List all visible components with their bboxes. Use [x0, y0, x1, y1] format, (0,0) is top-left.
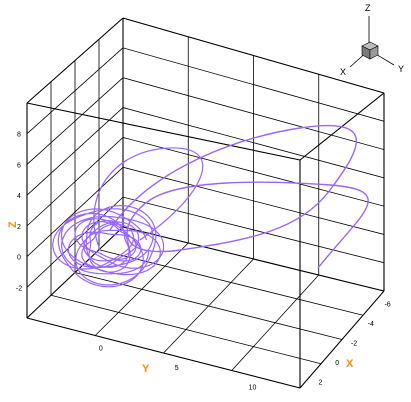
axis-label-z: Z [7, 221, 19, 228]
gridline-backwall-z [26, 77, 124, 165]
series-knot [52, 205, 165, 288]
y-tick-label: 10 [249, 384, 257, 391]
z-tick-label: 4 [17, 193, 21, 200]
gridline-backwall-z [26, 107, 124, 196]
gridline-backwall-z [26, 196, 124, 288]
orientation-x-label: X [340, 67, 346, 77]
gridline-floor-y [163, 258, 254, 354]
z-tick-label: 8 [17, 132, 21, 139]
y-tick-label: 5 [175, 365, 179, 372]
x-tick-label: 2 [318, 379, 322, 386]
gridline-floor-y [94, 242, 189, 336]
tick-labels: -2 0 2 4 6 8 0 5 10 -6 -4 -2 0 2 [16, 132, 391, 392]
axis-label-y: Y [142, 363, 150, 375]
x-tick-label: -6 [384, 302, 390, 309]
orientation-cube-icon [361, 41, 379, 60]
orientation-y-label: Y [398, 64, 404, 74]
series-mid-loop [93, 147, 204, 251]
series-outer-loops [109, 124, 369, 269]
x-tick-label: -2 [351, 341, 357, 348]
axis-label-x: X [346, 358, 354, 370]
box-edge [26, 102, 301, 161]
x-tick-label: 0 [335, 360, 339, 367]
x-tick-label: -4 [368, 321, 374, 328]
orientation-z-label: Z [365, 3, 371, 13]
y-tick-label: 0 [99, 345, 103, 352]
orientation-axes: Z X Y [340, 3, 404, 77]
z-tick-label: 6 [17, 162, 21, 169]
gridline-backwall-z [26, 47, 124, 135]
gridline-backwall-z [26, 166, 124, 257]
gridline-floor-y [231, 274, 320, 371]
gridline-backwall-z [26, 137, 124, 227]
z-tick-label: 2 [17, 224, 21, 231]
z-tick-label: -2 [16, 285, 22, 292]
series-layer [52, 124, 369, 288]
z-tick-label: 0 [17, 255, 21, 262]
grid-layer [26, 17, 385, 389]
